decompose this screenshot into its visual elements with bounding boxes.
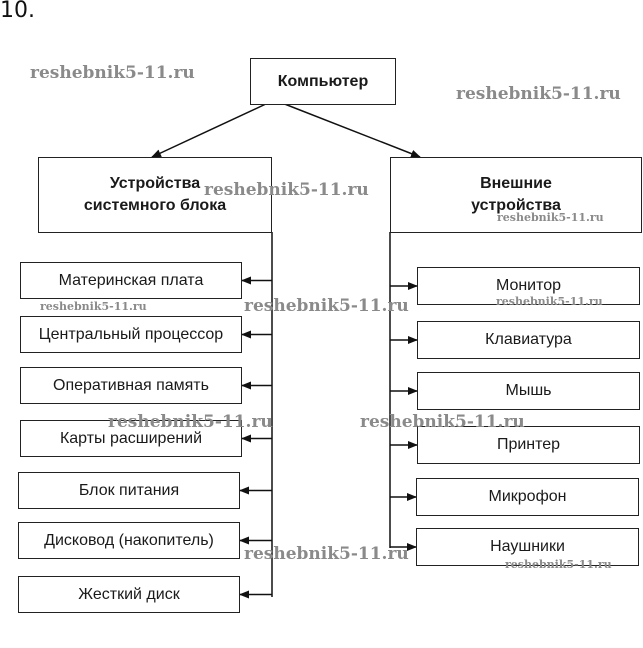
branch-box-system-unit: Устройства системного блока [38, 157, 272, 233]
branch-label-system-unit: Устройства системного блока [83, 175, 227, 214]
child-label: Дисковод (накопитель) [44, 531, 214, 549]
watermark: reshebnik5-11.ru [244, 544, 409, 564]
right-child-box: Микрофон [416, 478, 639, 516]
right-child-box: Наушники [416, 528, 639, 566]
child-label: Клавиатура [485, 331, 572, 348]
child-label: Микрофон [488, 488, 567, 505]
right-child-box: Монитор [417, 267, 640, 305]
root-box-computer: Компьютер [250, 58, 396, 105]
watermark: reshebnik5-11.ru [456, 84, 621, 104]
watermark: reshebnik5-11.ru [30, 63, 195, 83]
child-label: Материнская плата [58, 271, 204, 289]
left-child-box: Жесткий диск [18, 576, 240, 613]
watermark: reshebnik5-11.ru [505, 558, 612, 571]
watermark: reshebnik5-11.ru [360, 412, 525, 432]
child-label: Карты расширений [59, 429, 203, 447]
watermark: reshebnik5-11.ru [244, 296, 409, 316]
left-child-box: Материнская плата [20, 262, 242, 299]
left-child-box: Карты расширений [20, 420, 242, 457]
child-label: Центральный процессор [38, 325, 224, 343]
child-label: Мышь [505, 382, 552, 399]
child-label: Наушники [490, 538, 565, 555]
branch-box-external: Внешние устройства [390, 157, 642, 233]
left-child-box: Центральный процессор [20, 316, 242, 353]
child-label: Монитор [495, 277, 562, 294]
arrow-root-to-left [151, 102, 269, 158]
child-label: Оперативная память [53, 376, 209, 394]
watermark: reshebnik5-11.ru [40, 300, 147, 313]
right-child-box: Принтер [417, 426, 640, 464]
child-label: Блок питания [78, 481, 180, 499]
watermark: reshebnik5-11.ru [496, 295, 603, 308]
arrow-root-to-right [281, 102, 421, 158]
right-child-box: Клавиатура [417, 321, 640, 359]
left-child-box: Блок питания [18, 472, 240, 509]
right-child-box: Мышь [417, 372, 640, 410]
watermark: reshebnik5-11.ru [108, 412, 273, 432]
branch-label-external: Внешние устройства [471, 175, 561, 214]
child-label: Принтер [496, 436, 561, 453]
watermark: reshebnik5-11.ru [204, 180, 369, 200]
watermark: reshebnik5-11.ru [497, 211, 604, 224]
problem-number: 10. [0, 0, 35, 23]
left-child-box: Дисковод (накопитель) [18, 522, 240, 559]
root-label: Компьютер [277, 72, 369, 90]
child-label: Жесткий диск [78, 585, 180, 603]
left-child-box: Оперативная память [20, 367, 242, 404]
